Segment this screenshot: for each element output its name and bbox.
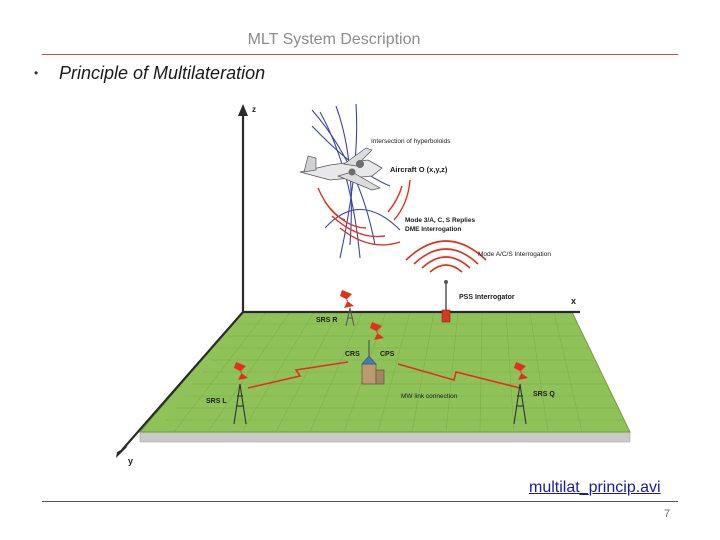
replies-label: Mode 3/A, C, S Replies [405, 217, 475, 224]
reply-waves-icon [317, 179, 411, 246]
interrogation-waves-icon [405, 240, 487, 273]
signal-bolts [234, 290, 528, 380]
crs-cps-building-icon [361, 340, 385, 385]
slide-subtitle: Principle of Multilateration [59, 63, 266, 83]
crs-label: CRS [345, 351, 360, 358]
srs-q-label: SRS Q [533, 391, 555, 398]
y-axis-arrow [116, 446, 128, 458]
page-number: 7 [664, 508, 671, 520]
srs-r-tower-icon [345, 307, 355, 327]
z-axis-label: z [252, 105, 256, 114]
axes [116, 104, 580, 458]
srs-r-label: SRS R [316, 317, 337, 324]
mw-link-label: MW link connection [401, 393, 458, 400]
interrogation-label: Mode A/C/S Interrogation [478, 251, 551, 258]
aircraft-label: Aircraft O (x,y,z) [390, 165, 448, 174]
crs-bolt-icon [370, 322, 384, 340]
mw-link-lines [247, 361, 521, 389]
bullet-marker: • [34, 66, 39, 80]
pss-interrogator-icon [441, 280, 451, 323]
srs-q-bolt-icon [514, 362, 528, 380]
ground-plane [138, 311, 631, 443]
title-divider [42, 54, 678, 55]
intersection-label: Intersection of hyperboloids [371, 138, 451, 145]
dme-label: DME Interrogation [405, 226, 461, 233]
aircraft-icon [299, 147, 383, 191]
pss-label: PSS Interrogator [459, 294, 515, 301]
srs-l-bolt-icon [234, 362, 248, 380]
z-axis-arrow [238, 104, 248, 116]
x-axis-label: x [571, 296, 576, 306]
cps-label: CPS [380, 351, 395, 358]
y-axis-label: y [128, 456, 133, 466]
slide-title: MLT System Description [247, 31, 421, 48]
srs-l-label: SRS L [206, 398, 227, 405]
y-axis-line [121, 311, 244, 451]
footer-divider [42, 501, 678, 502]
srs-l-tower-icon [233, 383, 247, 425]
video-link[interactable]: multilat_princip.avi [529, 479, 661, 496]
srs-r-bolt-icon [340, 290, 354, 308]
srs-q-tower-icon [513, 383, 527, 425]
